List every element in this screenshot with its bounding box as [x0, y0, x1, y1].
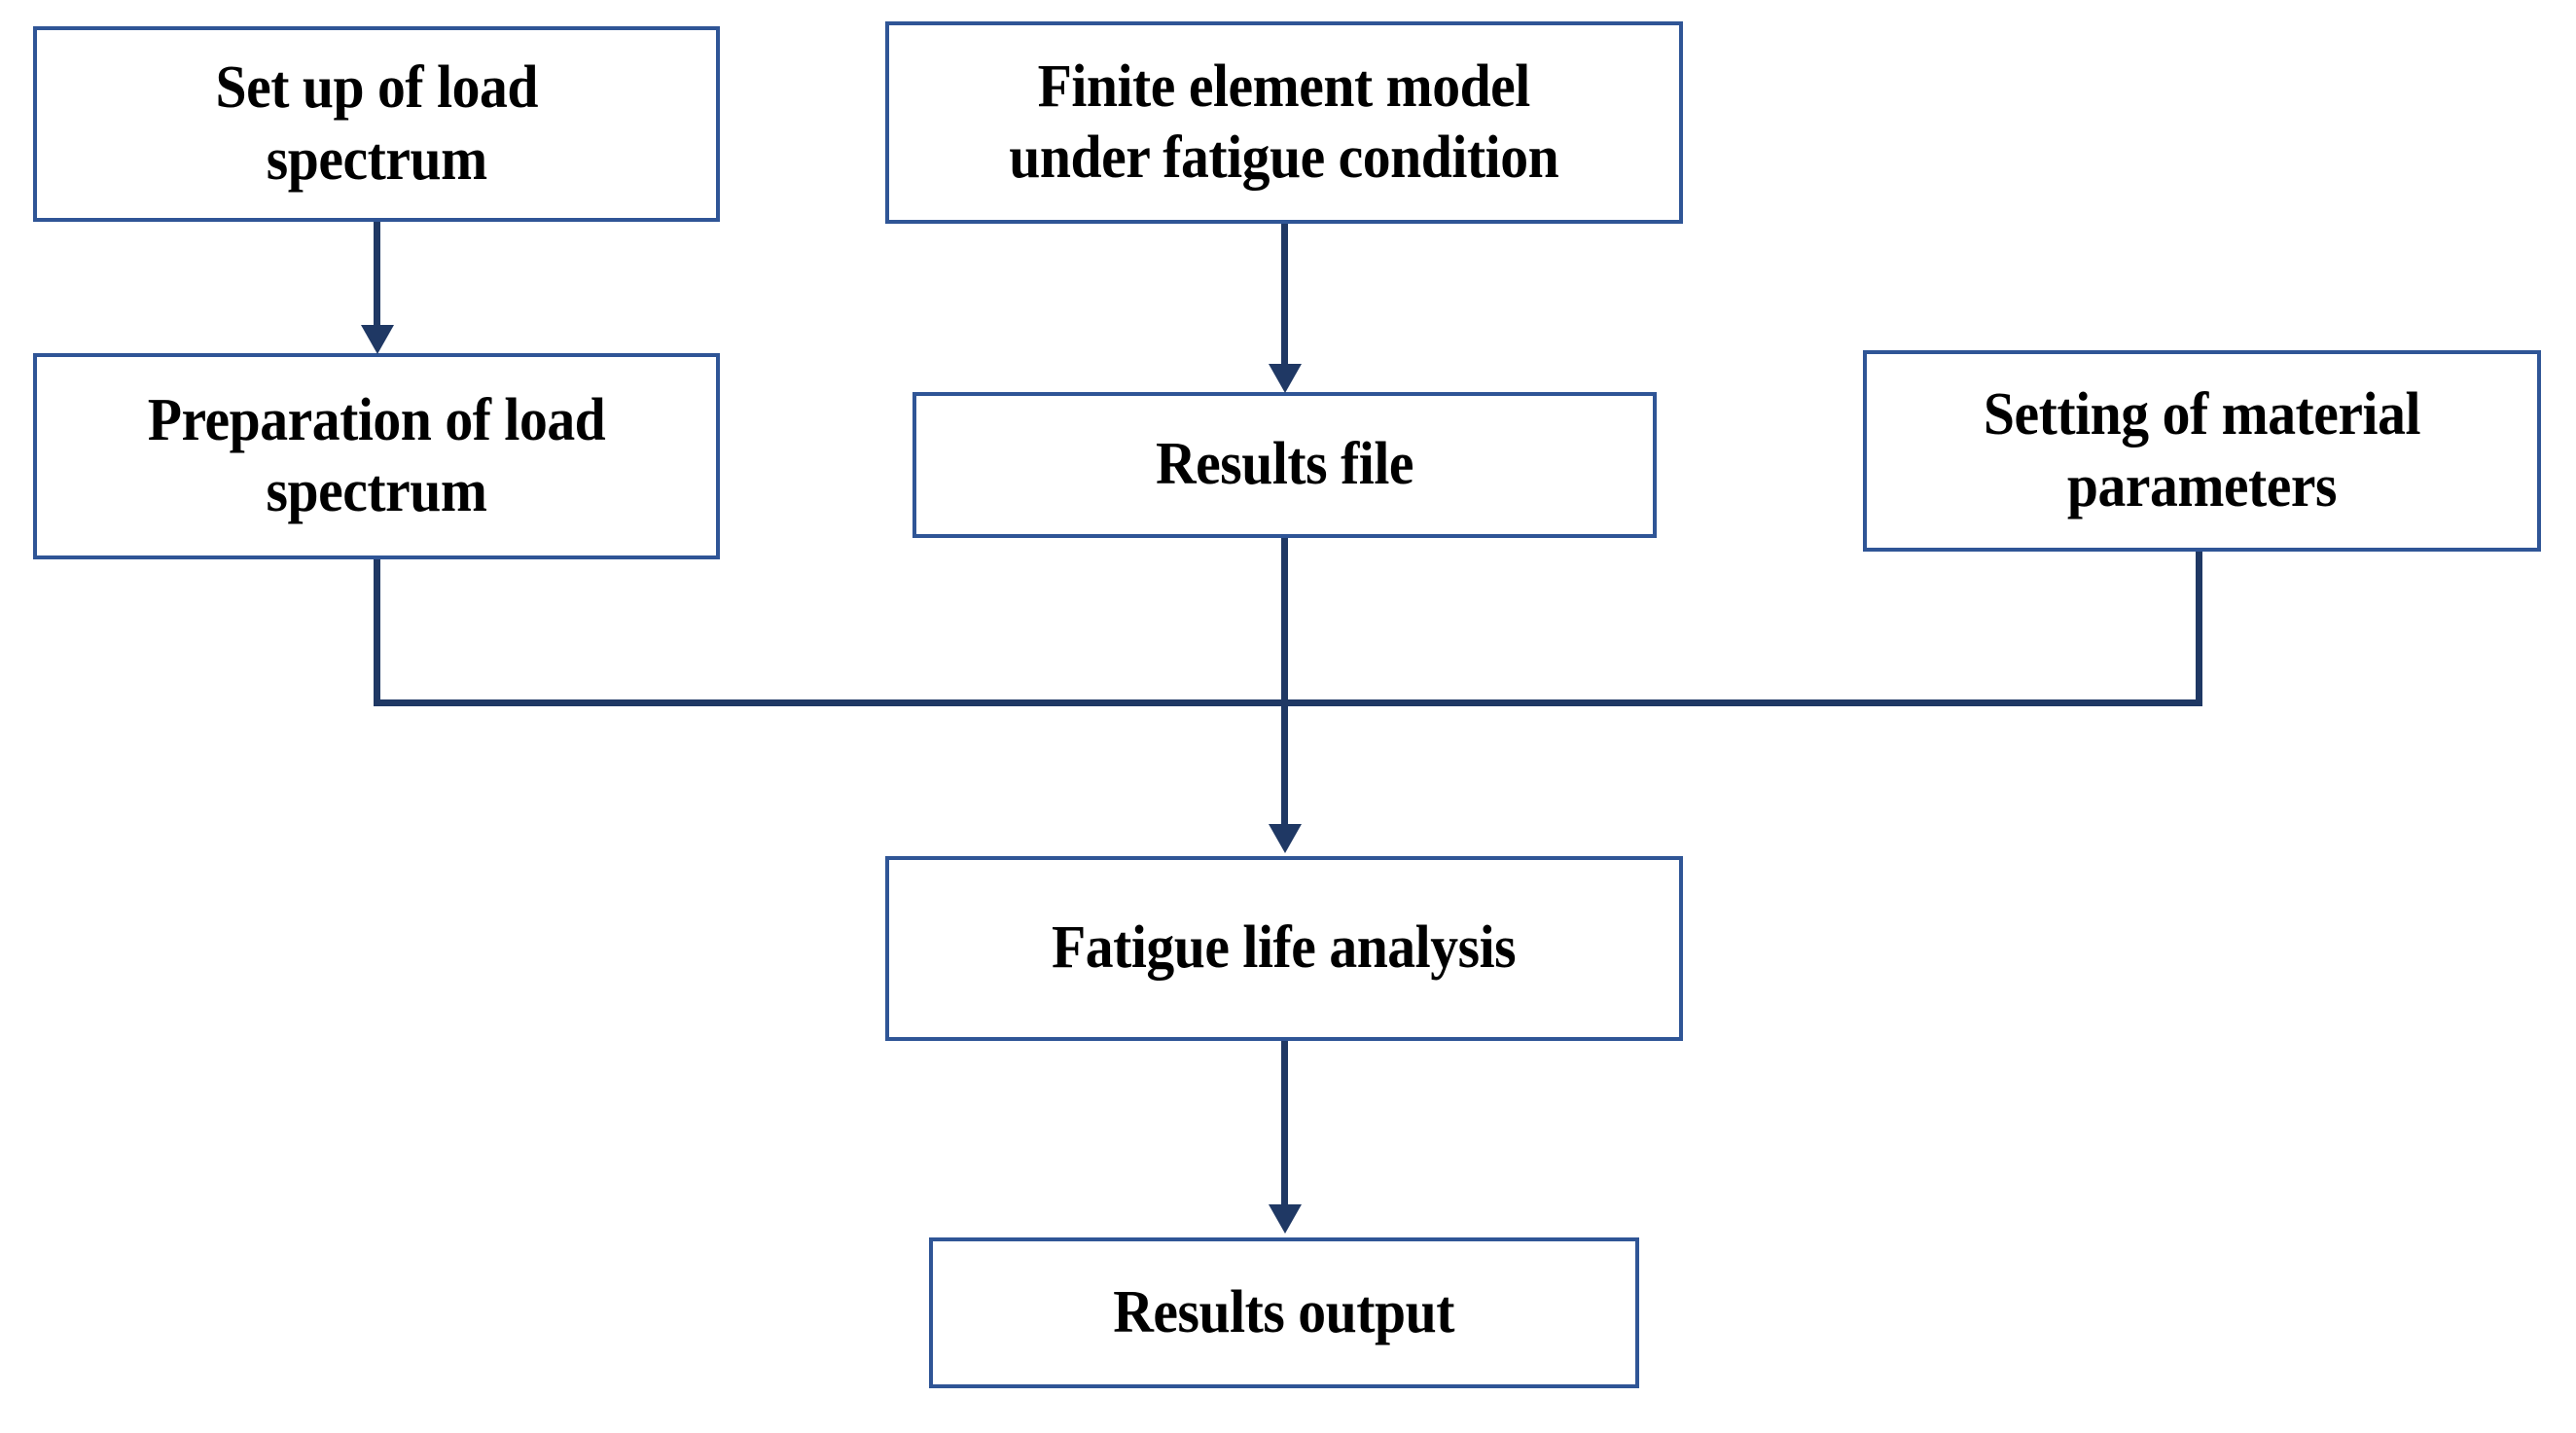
merge-bus-horizontal-line	[374, 699, 2202, 706]
edge-fatigue-to-output-line	[1281, 1041, 1288, 1208]
node-label-preparation-load-spectrum: Preparation of load spectrum	[147, 386, 606, 524]
edge-results-file-to-merge-vertical	[1281, 538, 1288, 706]
edge-settings-to-merge-vertical	[2196, 552, 2202, 706]
node-label-results-file: Results file	[1155, 431, 1414, 498]
node-label-fe-model-fatigue: Finite element model under fatigue condi…	[1009, 53, 1559, 191]
node-label-setup-load-spectrum: Set up of load spectrum	[215, 54, 538, 193]
node-fatigue-life-analysis[interactable]: Fatigue life analysis	[885, 856, 1683, 1041]
node-preparation-load-spectrum[interactable]: Preparation of load spectrum	[33, 353, 720, 559]
node-fe-model-fatigue[interactable]: Finite element model under fatigue condi…	[885, 21, 1683, 224]
edge-femodel-to-results-arrowhead	[1269, 364, 1302, 393]
node-label-results-output: Results output	[1113, 1278, 1455, 1345]
node-setting-material-params[interactable]: Setting of material parameters	[1863, 350, 2541, 552]
node-setup-load-spectrum[interactable]: Set up of load spectrum	[33, 26, 720, 222]
node-label-setting-material-params: Setting of material parameters	[1983, 381, 2421, 519]
node-results-output[interactable]: Results output	[929, 1237, 1639, 1388]
edge-setup-to-preparation-line	[374, 222, 380, 329]
edge-femodel-to-results-line	[1281, 224, 1288, 368]
edge-preparation-to-merge-vertical	[374, 559, 380, 706]
edge-setup-to-preparation-arrowhead	[361, 325, 394, 354]
edge-merge-to-fatigue-line	[1281, 699, 1288, 828]
edge-fatigue-to-output-arrowhead	[1269, 1204, 1302, 1234]
node-label-fatigue-life-analysis: Fatigue life analysis	[1052, 914, 1517, 982]
edge-merge-to-fatigue-arrowhead	[1269, 824, 1302, 853]
node-results-file[interactable]: Results file	[912, 392, 1657, 538]
